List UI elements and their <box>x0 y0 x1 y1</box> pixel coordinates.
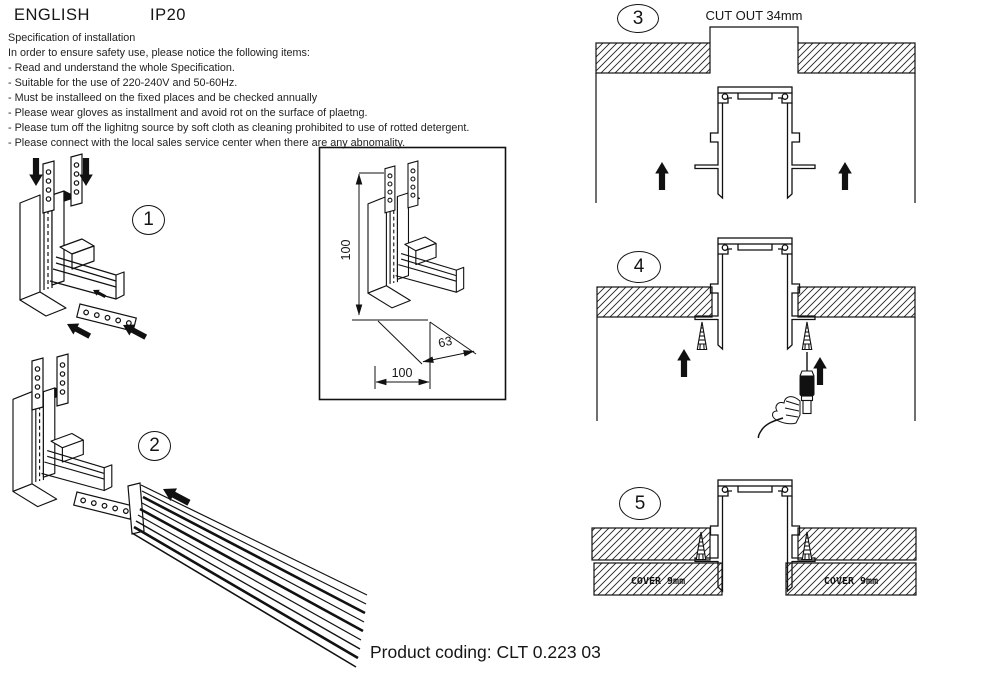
spec-item: - Please wear gloves as installment and … <box>8 107 368 119</box>
ip-rating-heading: IP20 <box>150 6 186 24</box>
ceiling-section-right <box>797 286 916 318</box>
cover-label-left: COVER 9mm <box>631 576 685 587</box>
diagram-step4-fixing <box>596 237 916 439</box>
screwdriver-icon <box>799 352 815 415</box>
corner-connector-drawing <box>12 387 113 508</box>
spec-item: - Must be installeed on the fixed places… <box>8 92 318 104</box>
diagram-step1-corner-assembly <box>19 153 149 343</box>
ceiling-section-left <box>596 286 713 318</box>
product-coding: Product coding: CLT 0.223 03 <box>370 642 601 662</box>
corner-connector-drawing <box>367 192 465 309</box>
specification-block: Specification of installation In order t… <box>8 31 469 151</box>
insert-arrow-icon <box>64 318 93 342</box>
ceiling-section-right <box>797 527 917 561</box>
dimension-drawing-box: 100 100 63 <box>318 146 507 401</box>
up-arrow-icon <box>838 162 852 190</box>
cover-panel-left <box>593 562 723 596</box>
step-1-badge: 1 <box>132 205 165 235</box>
dimension-width-label: 100 <box>392 366 413 380</box>
dimension-depth-label: 63 <box>437 334 454 351</box>
spec-item: - Please tum off the lighitng source by … <box>8 122 470 134</box>
side-strap-icon <box>73 491 134 520</box>
down-arrow-icon <box>29 158 43 186</box>
up-arrow-icon <box>655 162 669 190</box>
track-profile-cross-section <box>694 86 816 199</box>
ceiling-section-left <box>591 527 711 561</box>
spec-intro: In order to ensure safety use, please no… <box>8 47 310 59</box>
up-arrow-icon <box>813 357 827 385</box>
mounting-strap-icon <box>31 357 44 411</box>
dimension-lines <box>352 172 477 389</box>
mounting-strap-icon <box>42 160 55 214</box>
spec-title: Specification of installation <box>8 32 136 44</box>
hand-icon <box>757 396 801 439</box>
dimension-height-label: 100 <box>339 240 353 261</box>
straight-track-drawing <box>127 482 368 668</box>
mounting-strap-icon <box>384 165 396 214</box>
spec-item: - Read and understand the whole Specific… <box>8 62 235 74</box>
track-profile-cross-section <box>694 237 816 350</box>
mounting-strap-icon <box>70 153 83 207</box>
ceiling-section-right <box>797 42 916 74</box>
cover-label-right: COVER 9mm <box>824 576 878 587</box>
language-heading: ENGLISH <box>14 6 90 24</box>
mounting-strap-icon <box>56 353 69 407</box>
corner-connector-drawing <box>19 190 125 317</box>
cutout-notch <box>709 26 799 43</box>
spec-item: - Suitable for the use of 220-240V and 5… <box>8 77 238 89</box>
step-4-badge: 4 <box>617 251 661 283</box>
diagram-step2-track-joining <box>12 353 368 668</box>
screw-icon <box>801 321 813 351</box>
step-3-badge: 3 <box>617 4 659 33</box>
cutout-label: CUT OUT 34mm <box>705 8 802 23</box>
diagram-step3-cutout: CUT OUT 34mm <box>595 8 916 203</box>
step-5-badge: 5 <box>619 487 661 520</box>
spec-item: - Please connect with the local sales se… <box>8 137 406 149</box>
diagram-step5-finished: COVER 9mm COVER 9mm <box>591 479 917 596</box>
mounting-strap-icon <box>407 160 419 209</box>
drawing-border <box>318 146 507 401</box>
ceiling-section-left <box>595 42 711 74</box>
up-arrow-icon <box>677 349 691 377</box>
step-2-badge: 2 <box>138 431 171 461</box>
cover-panel-right <box>785 562 917 596</box>
screw-icon <box>696 321 708 351</box>
